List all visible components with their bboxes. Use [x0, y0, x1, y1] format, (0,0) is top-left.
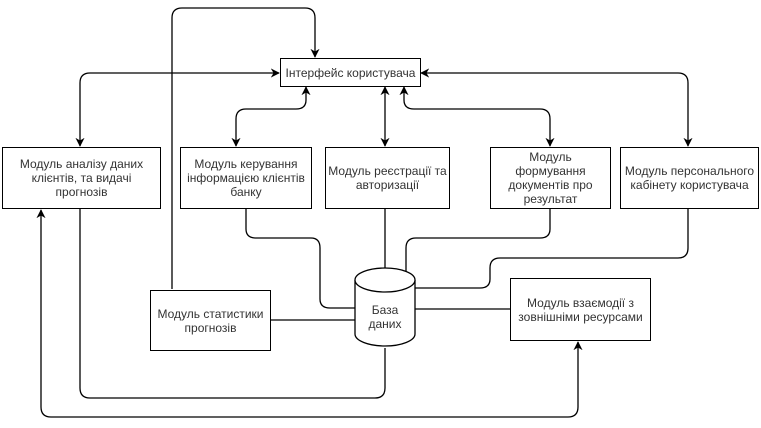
edge-statistics-interface — [171, 7, 320, 289]
node-registration-label: Модуль реєстрації та авторизації — [328, 164, 447, 192]
edge-interface-personal-cabinet — [420, 68, 693, 147]
node-database-label: База даних — [368, 303, 402, 331]
edge-analysis-database — [79, 209, 386, 399]
node-registration[interactable]: Модуль реєстрації та авторизації — [325, 147, 450, 209]
edge-interface-analysis — [75, 68, 280, 147]
node-external-label: Модуль взаємодії з зовнішніми ресурсами — [518, 295, 643, 324]
node-documents[interactable]: Модуль формування документів про результ… — [490, 147, 611, 209]
node-interface-label: Інтерфейс користувача — [285, 65, 416, 80]
node-personal-cabinet-label: Модуль персонального кабінету користувач… — [624, 164, 755, 192]
node-client-mgmt[interactable]: Модуль керування інформацією клієнтів ба… — [180, 147, 312, 209]
edge-interface-documents — [399, 86, 555, 147]
edge-analysis-external — [36, 209, 583, 418]
edge-personal-cabinet-database — [415, 209, 689, 289]
node-statistics-label: Модуль статистики прогнозів — [157, 306, 264, 335]
node-analysis-label: Модуль аналізу даних клієнтів, та видачі… — [19, 157, 144, 199]
node-documents-label: Модуль формування документів про результ… — [508, 150, 593, 206]
node-interface[interactable]: Інтерфейс користувача — [280, 58, 421, 87]
node-analysis[interactable]: Модуль аналізу даних клієнтів, та видачі… — [2, 147, 161, 209]
edge-documents-database — [405, 209, 551, 272]
node-personal-cabinet[interactable]: Модуль персонального кабінету користувач… — [620, 147, 759, 209]
node-client-mgmt-label: Модуль керування інформацією клієнтів ба… — [187, 157, 305, 199]
node-external[interactable]: Модуль взаємодії з зовнішніми ресурсами — [510, 278, 651, 341]
node-statistics[interactable]: Модуль статистики прогнозів — [150, 290, 271, 351]
database-cylinder — [354, 267, 416, 347]
edge-interface-client-mgmt — [231, 86, 311, 147]
